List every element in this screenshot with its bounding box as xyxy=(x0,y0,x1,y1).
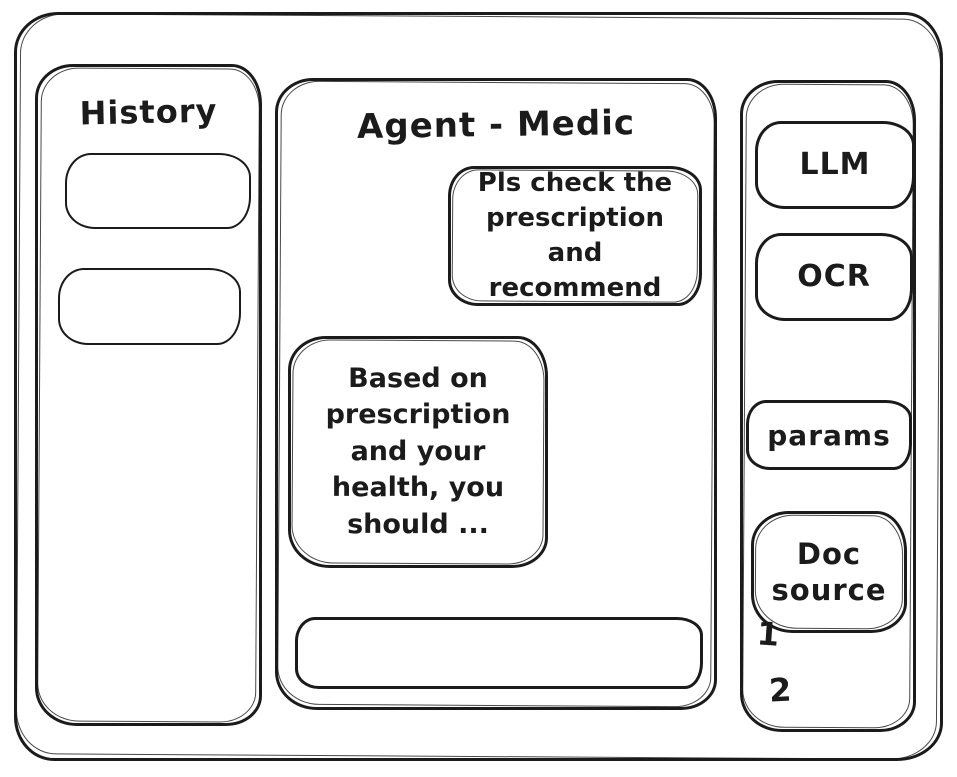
chat-panel: Agent - Medic Pls check the prescription… xyxy=(275,78,717,710)
chat-input-bar[interactable] xyxy=(295,617,703,689)
history-title: History xyxy=(79,91,218,133)
chat-message-assistant: Based on prescription and your health, y… xyxy=(288,336,548,568)
chat-message-user: Pls check the prescription and recommend xyxy=(448,166,702,306)
chat-input[interactable] xyxy=(312,624,690,682)
llm-button[interactable]: LLM xyxy=(755,121,915,209)
history-panel: History xyxy=(35,64,262,726)
history-item[interactable] xyxy=(58,268,241,345)
ocr-button[interactable]: OCR xyxy=(755,233,913,321)
params-button[interactable]: params xyxy=(746,400,912,470)
doc-source-button[interactable]: Doc source xyxy=(751,511,907,633)
tools-panel: LLM OCR params Doc source 1 2 xyxy=(740,80,916,732)
history-item[interactable] xyxy=(65,153,251,229)
chat-title: Agent - Medic xyxy=(356,103,636,147)
doc-source-item[interactable]: 1 xyxy=(755,614,781,654)
doc-source-item[interactable]: 2 xyxy=(768,670,793,710)
